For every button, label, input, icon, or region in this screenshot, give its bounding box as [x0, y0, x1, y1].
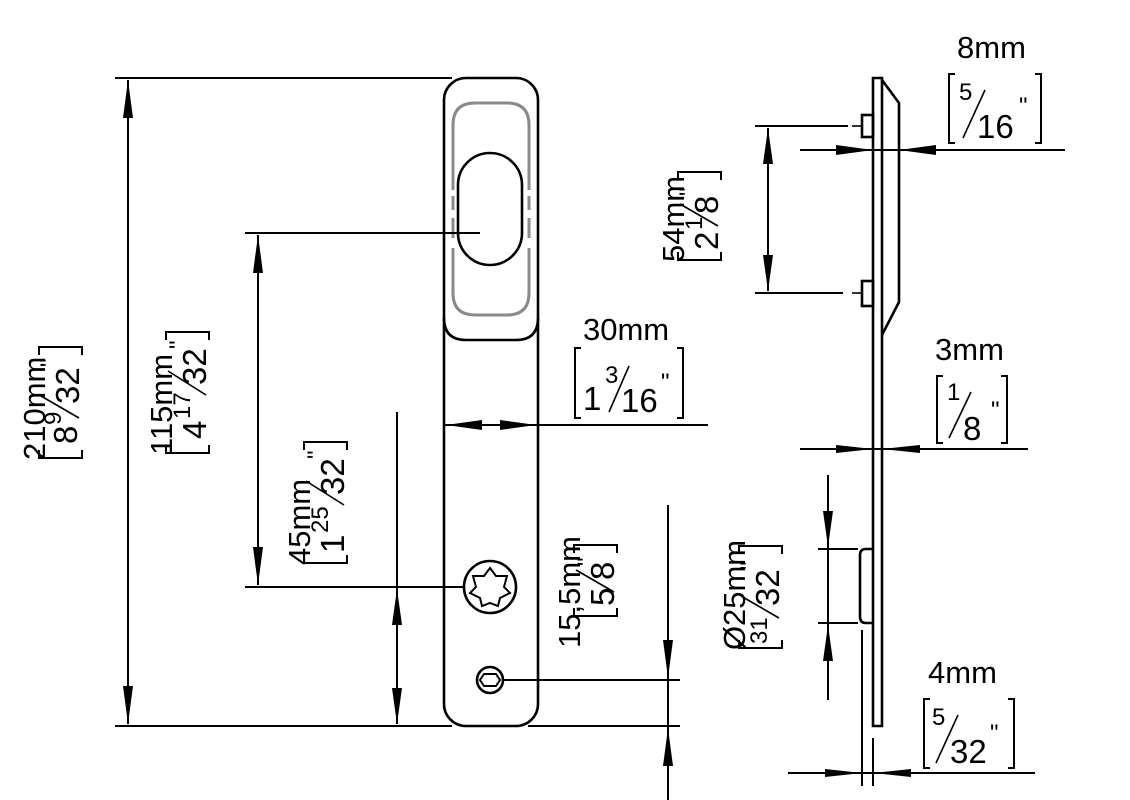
svg-text:45mm: 45mm	[282, 479, 317, 565]
boss-bottom	[860, 279, 875, 308]
svg-text:30mm: 30mm	[583, 312, 669, 347]
dim-label-overall-length: 210mm 8 9 32 "	[17, 346, 86, 460]
svg-text:32: 32	[749, 569, 786, 606]
svg-text:25: 25	[307, 506, 334, 533]
boss-top	[860, 113, 875, 139]
svg-text:2: 2	[688, 232, 725, 250]
front-dimension-lines	[115, 77, 708, 800]
front-view	[442, 76, 540, 728]
svg-text:16: 16	[977, 108, 1014, 145]
oval-grip-hole	[456, 151, 524, 267]
dim-label-screw-to-bottom: 15,5mm 5 8 "	[552, 536, 621, 648]
svg-text:32: 32	[176, 348, 213, 385]
svg-text:": "	[1019, 93, 1028, 120]
dim-label-width: 30mm 1 3 16 "	[574, 312, 684, 419]
svg-text:5: 5	[584, 588, 621, 606]
rosette-profile	[858, 547, 873, 625]
dim-label-boss-spacing: 54mm 2 1 8 "	[656, 171, 725, 262]
svg-text:": "	[991, 397, 1000, 424]
svg-text:": "	[573, 557, 600, 566]
svg-text:4mm: 4mm	[928, 655, 997, 690]
side-dimension-lines	[755, 125, 1065, 786]
svg-text:1: 1	[681, 217, 708, 230]
svg-text:25mm: 25mm	[717, 540, 752, 626]
hidden-recess-outline	[451, 101, 531, 317]
svg-text:9: 9	[40, 412, 67, 425]
svg-text:": "	[661, 369, 670, 396]
svg-text:": "	[303, 450, 330, 459]
svg-text:16: 16	[621, 382, 658, 419]
side-view	[858, 76, 901, 728]
plate-outline	[442, 76, 540, 728]
dim-label-handle-depth: 8mm 5 16 "	[948, 30, 1042, 145]
svg-text:8: 8	[584, 562, 621, 580]
svg-text:8mm: 8mm	[957, 30, 1026, 65]
screw-hole-icon	[475, 665, 505, 695]
dim-label-plate-thickness: 3mm 1 8 "	[935, 332, 1008, 447]
svg-text:8: 8	[47, 426, 84, 444]
svg-text:3: 3	[605, 362, 618, 389]
svg-text:4: 4	[176, 421, 213, 439]
spindle-socket-icon	[462, 559, 518, 615]
dim-label-center-to-spindle: 115mm 4 17 32 "	[144, 331, 213, 455]
svg-text:": "	[990, 720, 999, 747]
svg-text:": "	[736, 561, 763, 570]
handle-profile	[880, 79, 901, 336]
svg-text:115mm: 115mm	[144, 354, 179, 455]
svg-text:Ø: Ø	[717, 626, 752, 650]
svg-text:5: 5	[932, 704, 945, 731]
dim-label-spindle-to-bottom: 45mm 1 25 32 "	[282, 441, 351, 565]
grip-separator	[442, 317, 540, 342]
svg-text:15,5mm: 15,5mm	[552, 536, 587, 648]
svg-text:17: 17	[169, 392, 196, 419]
svg-text:1: 1	[314, 535, 351, 553]
base-plate-profile	[871, 76, 884, 728]
svg-text:8: 8	[688, 196, 725, 214]
svg-text:8: 8	[963, 410, 981, 447]
svg-text:32: 32	[314, 458, 351, 495]
svg-text:": "	[36, 358, 63, 367]
svg-text:54mm: 54mm	[656, 176, 691, 262]
svg-text:3mm: 3mm	[935, 332, 1004, 367]
svg-text:1: 1	[583, 380, 601, 417]
svg-text:": "	[165, 340, 192, 349]
svg-text:32: 32	[950, 733, 987, 770]
svg-text:31: 31	[746, 617, 773, 644]
svg-text:": "	[675, 187, 702, 196]
dim-label-rosette-depth: 4mm 5 32 "	[923, 655, 1015, 770]
dim-label-rosette-diameter: Ø 25mm 31 32 "	[717, 540, 786, 650]
svg-text:1: 1	[947, 379, 960, 406]
metric-value: 210mm	[17, 357, 52, 460]
svg-text:5: 5	[959, 79, 972, 106]
svg-text:32: 32	[49, 367, 86, 404]
